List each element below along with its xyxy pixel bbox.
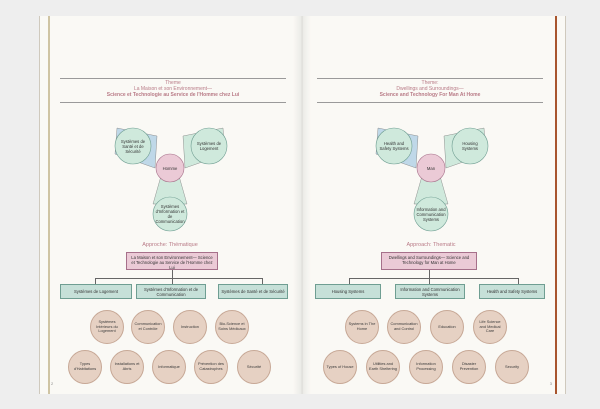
diagram-node-information: Systèmes d'Information et de Communicati…: [155, 204, 185, 224]
theme-line-2: Science et Technologie au Service de l'H…: [106, 92, 240, 98]
right-page: Theme: Dwellings and Surroundings— Scien…: [301, 16, 566, 394]
theme-rule-bottom: [317, 102, 543, 103]
main-theme-box: La Maison et son Environnement— Science …: [126, 252, 218, 270]
topic-circle: Types of House: [323, 350, 357, 384]
topic-circle: Informatique: [152, 350, 186, 384]
connector-vertical: [429, 270, 430, 278]
theme-rule-top: [317, 78, 543, 79]
topic-circle: Utilities and Earth Sheltering: [366, 350, 400, 384]
theme-line-1: Dwellings and Surroundings—: [396, 86, 464, 92]
theme-heading: Theme La Maison et son Environnement— Sc…: [60, 80, 286, 98]
topic-circle: Systems in The Home: [345, 310, 379, 344]
left-page: Theme La Maison et son Environnement— Sc…: [39, 16, 302, 394]
left-page-stripe: [48, 16, 50, 394]
connector-middle: [429, 278, 430, 284]
theme-line-2: Science and Technology For Man At Home: [379, 92, 481, 98]
diagram-shapes: [375, 127, 489, 232]
theme-rule-bottom: [60, 102, 286, 103]
diagram-node-center: Man: [426, 165, 436, 171]
connector-vertical: [172, 270, 173, 278]
topic-circle: Sécurité: [237, 350, 271, 384]
category-box: Housing Systems: [315, 284, 381, 299]
topic-circle: Communication et Contrôle: [131, 310, 165, 344]
theme-rule-top: [60, 78, 286, 79]
page-number: 3: [549, 381, 552, 386]
topic-circle: Bio-Science et Soins Médicaux: [215, 310, 249, 344]
topic-circle: Education: [430, 310, 464, 344]
connector-horizontal: [95, 278, 263, 279]
connector-left: [349, 278, 350, 284]
book-gutter: [293, 16, 311, 394]
systems-diagram: Health and Safety Systems Housing System…: [366, 108, 496, 234]
topic-circle: Information Processing: [409, 350, 443, 384]
connector-right: [262, 278, 263, 284]
theme-heading: Theme: Dwellings and Surroundings— Scien…: [317, 80, 543, 98]
category-box: Systèmes d'Information et de Communicati…: [136, 284, 206, 299]
diagram-shapes: [114, 127, 228, 232]
category-box: Systèmes de Logement: [60, 284, 132, 299]
theme-label: Theme: [165, 80, 181, 86]
theme-line-1: La Maison et son Environnement—: [133, 86, 213, 92]
category-box: Health and Safety Systems: [479, 284, 545, 299]
topic-circle: Types d'Habitations: [68, 350, 102, 384]
category-box: Systèmes de Santé et de Sécurité: [218, 284, 288, 299]
main-theme-box: Dwellings and Surroundings— Science and …: [381, 252, 477, 270]
book-spread: Theme La Maison et son Environnement— Sc…: [39, 16, 566, 394]
connector-right: [518, 278, 519, 284]
topic-circle: Security: [495, 350, 529, 384]
topic-circle: Installations et Abris: [110, 350, 144, 384]
approach-label: Approche: Thématique: [142, 242, 198, 248]
right-page-stripe: [555, 16, 557, 394]
connector-horizontal: [349, 278, 519, 279]
diagram-node-health: Systèmes de Santé et de Sécurité: [120, 138, 146, 154]
topic-circle: Disaster Prevention: [452, 350, 486, 384]
diagram-node-health: Health and Safety Systems: [379, 141, 409, 151]
topic-circle: Prévention des Catastrophes: [194, 350, 228, 384]
category-box: Information and Communication Systems: [395, 284, 465, 299]
topic-circle: Life Science and Medical Care: [473, 310, 507, 344]
diagram-node-housing: Systèmes de Logement: [196, 141, 222, 151]
connector-left: [95, 278, 96, 284]
connector-middle: [172, 278, 173, 284]
theme-label: Theme:: [421, 80, 439, 86]
topic-circle: Instruction: [173, 310, 207, 344]
diagram-node-center: Homme: [162, 165, 178, 171]
topic-circle: Communication and Control: [387, 310, 421, 344]
diagram-node-housing: Housing Systems: [461, 141, 479, 151]
page-number: 2: [51, 381, 54, 386]
approach-label: Approach: Thematic: [406, 242, 456, 248]
diagram-node-information: Information and Communication Systems: [416, 206, 446, 222]
topic-circle: Systèmes Intérieurs du Logement: [90, 310, 124, 344]
systems-diagram: Systèmes de Santé et de Sécurité Système…: [105, 108, 235, 234]
